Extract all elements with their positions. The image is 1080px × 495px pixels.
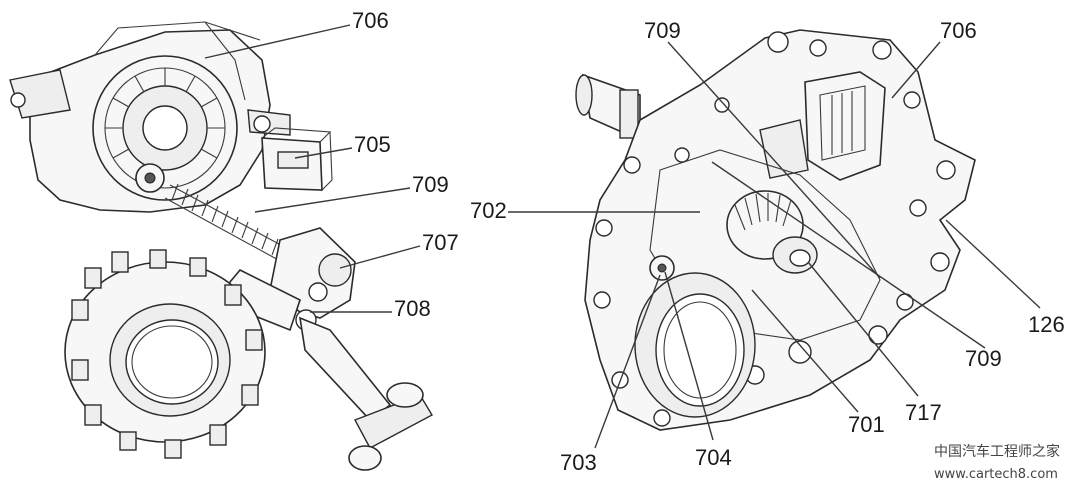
left-leader-lines — [204, 24, 421, 313]
callout-706-left: 706 — [352, 8, 389, 33]
callout-706-right: 706 — [940, 18, 977, 43]
spring — [164, 183, 291, 263]
top-actuator — [759, 71, 886, 181]
left-view: 706 705 709 707 708 — [9, 8, 459, 471]
callout-705: 705 — [354, 132, 391, 157]
callout-709-right: 709 — [965, 346, 1002, 371]
callout-708: 708 — [394, 296, 431, 321]
sleeve-gear — [64, 249, 266, 459]
callout-126: 126 — [1028, 312, 1065, 337]
connector-block — [261, 127, 333, 191]
watermark-cn: 中国汽车工程师之家 — [934, 443, 1060, 460]
callout-717: 717 — [905, 400, 942, 425]
housing-bosses — [593, 31, 956, 427]
motor-rotor — [92, 55, 238, 201]
watermark: 中国汽车工程师之家 www.cartech8.com — [934, 443, 1060, 482]
callout-703: 703 — [560, 450, 597, 475]
callout-704: 704 — [695, 445, 732, 470]
callout-701: 701 — [848, 412, 885, 437]
bevel-gear — [726, 190, 818, 274]
right-view: 709 706 702 126 709 717 701 704 703 — [470, 18, 1065, 475]
right-leader-lines — [508, 41, 1041, 449]
shift-lever — [213, 227, 433, 471]
callout-709-top: 709 — [644, 18, 681, 43]
callout-709-left: 709 — [412, 172, 449, 197]
callout-707: 707 — [422, 230, 459, 255]
watermark-url: www.cartech8.com — [934, 467, 1058, 482]
output-shaft — [575, 73, 641, 142]
bearing-bore — [634, 255, 756, 418]
callout-702: 702 — [470, 198, 507, 223]
